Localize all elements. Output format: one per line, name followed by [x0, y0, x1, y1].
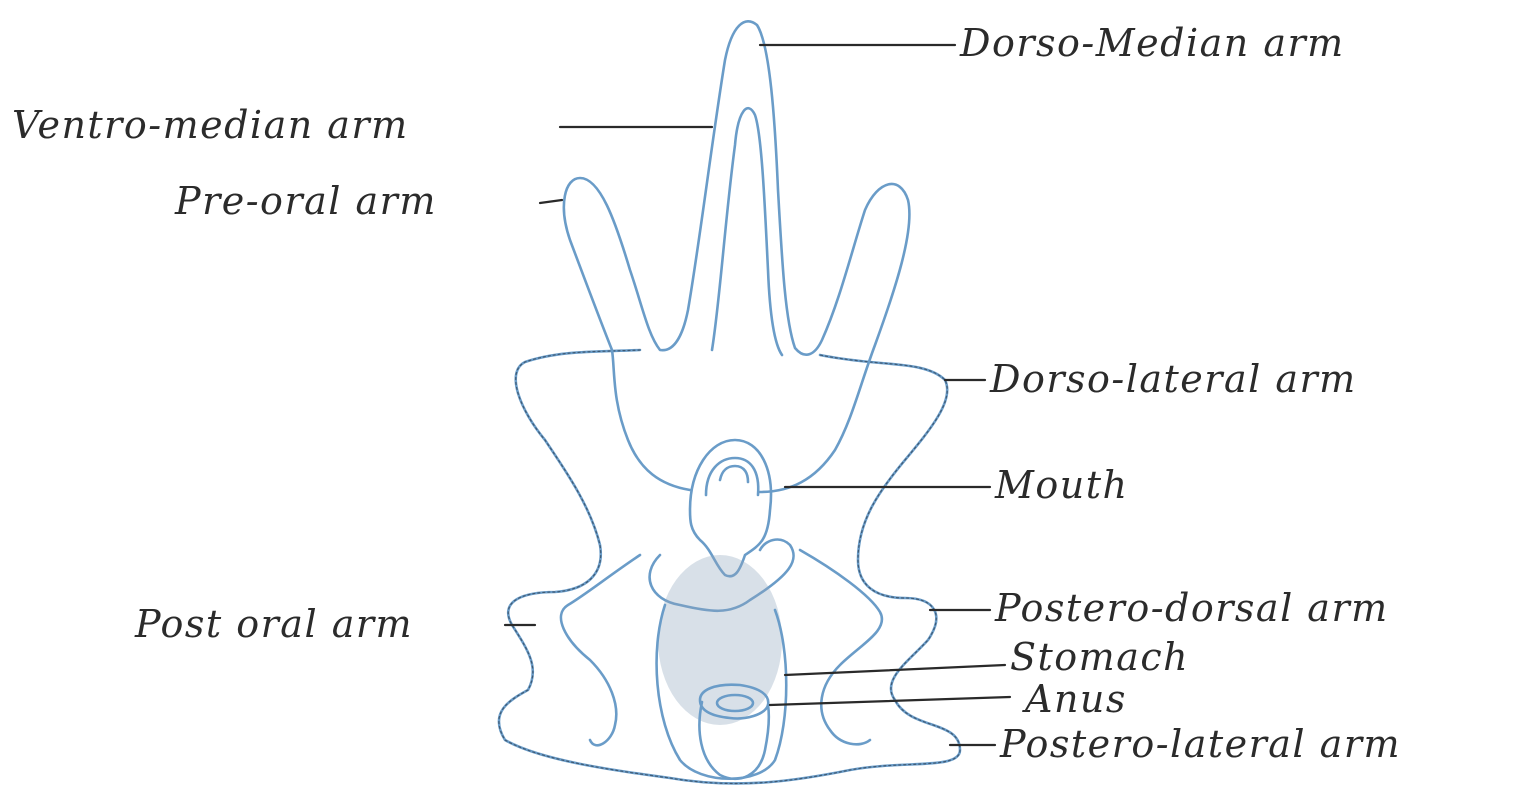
- label-pre-oral-arm: Pre-oral arm: [174, 179, 437, 223]
- label-anus: Anus: [1022, 677, 1127, 721]
- leader-stomach: [785, 665, 1005, 675]
- leader-pre-oral: [540, 200, 562, 203]
- upper-arms-outline: [564, 21, 910, 492]
- label-stomach: Stomach: [1010, 635, 1189, 679]
- label-postero-lateral-arm: Postero-lateral arm: [999, 722, 1401, 766]
- label-ventro-median-arm: Ventro-median arm: [12, 103, 409, 147]
- leader-anus: [770, 697, 1010, 705]
- label-mouth: Mouth: [994, 463, 1129, 507]
- label-postero-dorsal-arm: Postero-dorsal arm: [994, 586, 1389, 630]
- gut-outline: [650, 440, 794, 779]
- label-dorso-lateral-arm: Dorso-lateral arm: [989, 357, 1357, 401]
- label-dorso-median-arm: Dorso-Median arm: [959, 21, 1345, 65]
- label-post-oral-arm: Post oral arm: [134, 602, 413, 646]
